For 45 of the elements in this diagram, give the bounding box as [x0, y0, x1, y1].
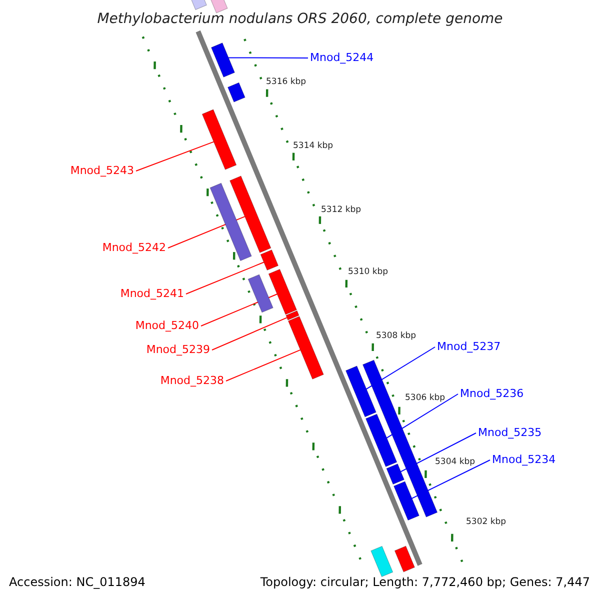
gene-bar	[248, 274, 274, 313]
scale-label: 5310 kbp	[348, 267, 388, 278]
scale-label: 5302 kbp	[466, 517, 506, 528]
gene-label: Mnod_5234	[492, 453, 556, 466]
gene-bar	[286, 310, 300, 320]
gene-label: Mnod_5244	[310, 51, 374, 64]
gene-bar	[393, 481, 420, 521]
gene-bar	[365, 414, 398, 468]
gene-label: Mnod_5241	[120, 287, 184, 300]
leader-line	[228, 57, 308, 58]
gene-label: Mnod_5242	[102, 241, 166, 254]
gene-bar	[210, 182, 252, 262]
gene-bar	[227, 82, 246, 102]
scale-label: 5306 kbp	[405, 393, 446, 404]
gene-bar	[394, 546, 416, 572]
gene-bar	[386, 464, 405, 485]
title: Methylobacterium nodulans ORS 2060, complete genome	[96, 11, 504, 28]
gene-label: Mnod_5243	[70, 164, 134, 178]
gene-label: Mnod_5235	[478, 426, 542, 440]
footer-text: Topology: circular; Length: 7,772,460 bp; Genes: 7,447	[260, 575, 590, 590]
leader-line	[226, 349, 301, 382]
scale-label: 5312 kbp	[321, 205, 362, 216]
scale-label: 5314 kbp	[293, 141, 334, 152]
gene-label: Mnod_5236	[460, 387, 524, 400]
leader-line	[212, 317, 288, 350]
leader-line	[136, 141, 214, 172]
gene-bar	[229, 176, 272, 254]
gene-label: Mnod_5238	[160, 374, 224, 388]
leader-line	[411, 460, 490, 499]
gene-bar	[288, 316, 324, 380]
gene-label: Mnod_5237	[437, 340, 501, 354]
scale-label: 5316 kbp	[266, 77, 306, 88]
scale-label: 5304 kbp	[435, 457, 476, 468]
scale-label: 5308 kbp	[376, 331, 416, 342]
gene-bar	[370, 546, 394, 578]
gene-bar	[345, 366, 376, 418]
footer-text: Accession: NC_011894	[9, 575, 146, 590]
leader-line	[400, 432, 476, 472]
gene-label: Mnod_5240	[135, 319, 199, 332]
gene-bar	[260, 249, 279, 271]
gene-bar	[202, 109, 237, 170]
leader-line	[186, 262, 264, 294]
gene-bar	[210, 42, 236, 78]
gene-bar	[268, 268, 298, 315]
gene-label: Mnod_5239	[146, 343, 210, 356]
